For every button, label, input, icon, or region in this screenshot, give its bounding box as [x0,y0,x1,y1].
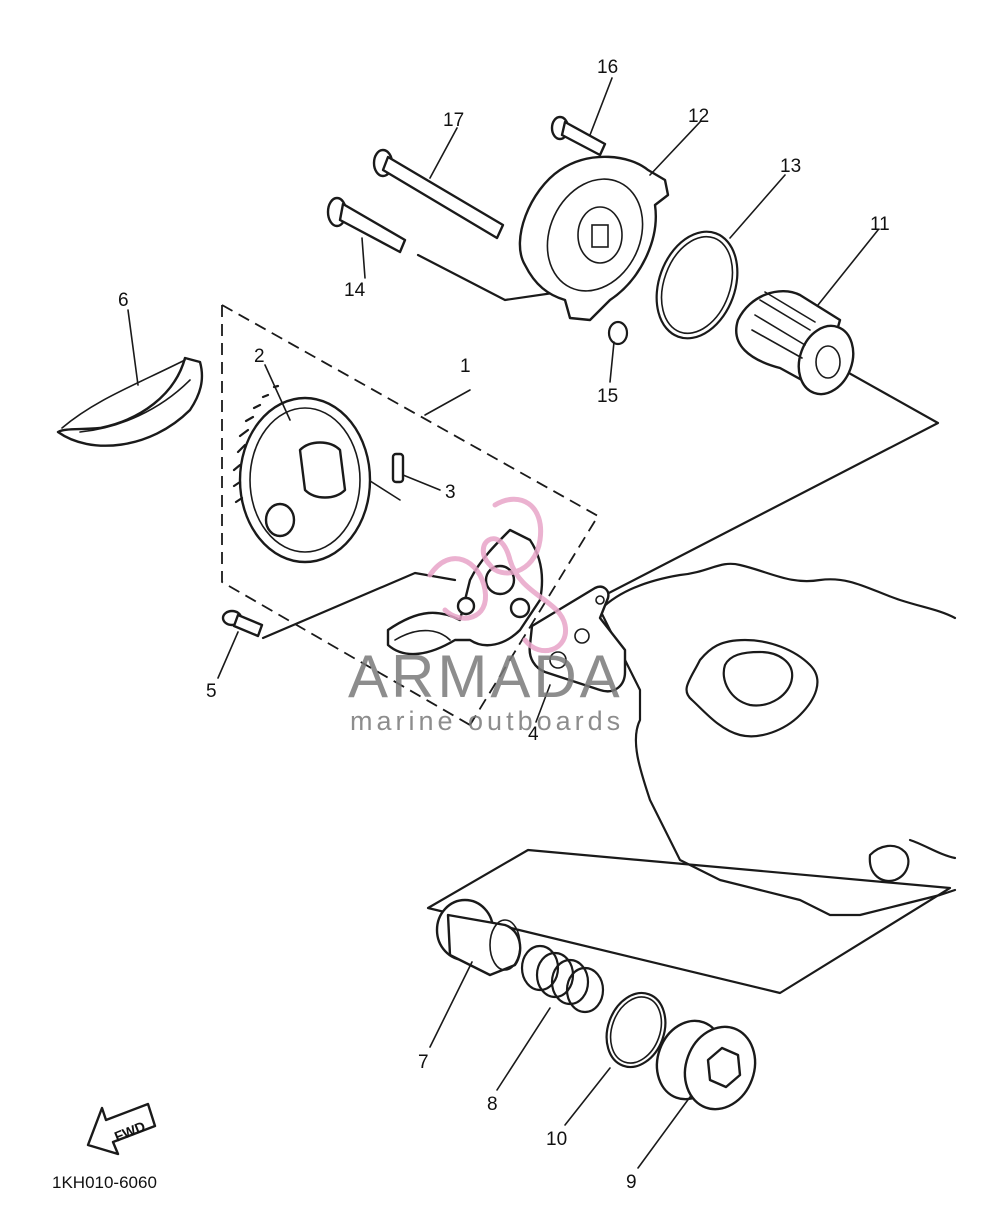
label-16: 16 [597,57,618,78]
part-10-oring [605,991,667,1069]
label-4: 4 [528,724,539,745]
label-15: 15 [597,386,618,407]
diagram-code: 1KH010-6060 [52,1173,157,1192]
watermark-tagline: marine outboards [350,706,624,736]
part-13-oring [655,230,739,340]
part-6-cover [56,356,204,447]
part-16-bolt [550,115,607,157]
label-7: 7 [418,1052,429,1073]
part-9-plug [655,1019,757,1111]
label-5: 5 [206,681,217,702]
part-8-spring [520,944,605,1014]
label-2: 2 [254,346,265,367]
part-4-gasket [528,585,627,693]
watermark: ARMADA marine outboards [348,496,624,736]
oil-pump-assembly-box [221,304,600,726]
part-17-long-bolt [372,148,505,240]
watermark-logo-icon [427,496,568,654]
label-14: 14 [344,280,366,301]
label-9: 9 [626,1172,637,1193]
part-5-bolt [221,609,264,638]
crankcase-outline [598,562,957,917]
label-leaders [127,77,879,1169]
label-3: 3 [445,482,456,503]
oil-pump-body [386,528,544,656]
part-3-pin [391,452,405,484]
label-13: 13 [780,156,801,177]
label-17: 17 [443,110,464,131]
part-11-oil-filter [735,290,855,396]
label-10: 10 [546,1129,567,1150]
label-6: 6 [118,290,129,311]
fwd-arrow-icon: FWD [86,1102,157,1156]
label-1: 1 [460,356,471,377]
part-12-filter-cover [518,155,670,322]
part-15-small-oring [607,320,629,346]
label-12: 12 [688,106,709,127]
part-7-relief-valve [435,898,522,977]
label-8: 8 [487,1094,498,1115]
watermark-brand: ARMADA [348,643,623,710]
part-labels: 1 2 3 4 5 6 7 8 9 10 11 12 13 14 15 16 1… [118,57,890,1193]
part-2-gear [232,384,372,564]
part-14-bolt [326,196,407,254]
label-11: 11 [870,214,890,235]
